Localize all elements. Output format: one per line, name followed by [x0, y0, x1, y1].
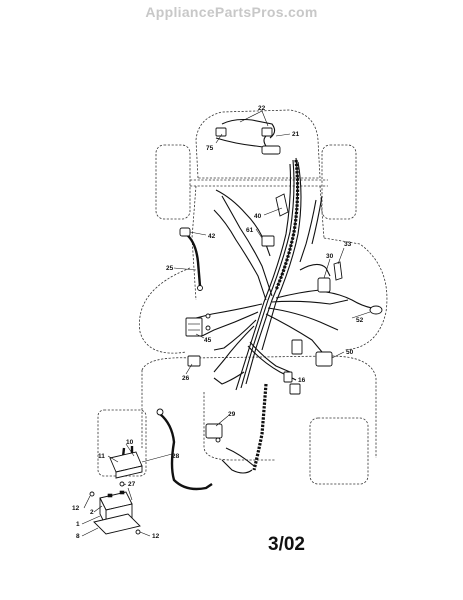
callout-27: 27 [128, 481, 136, 488]
callout-33: 33 [344, 241, 352, 248]
callout-12-upper: 12 [72, 505, 80, 512]
callout-10: 10 [126, 439, 134, 446]
callout-75: 75 [206, 145, 214, 152]
callout-26: 26 [182, 375, 190, 382]
callout-29: 29 [228, 411, 236, 418]
callout-leaders [81, 110, 371, 537]
callout-16: 16 [298, 377, 306, 384]
callout-42: 42 [208, 233, 216, 240]
date-code: 3/02 [268, 534, 305, 555]
callout-8: 8 [76, 533, 80, 540]
callout-25: 25 [166, 265, 174, 272]
callout-labels: 22 21 75 40 61 42 33 30 25 52 45 50 26 1… [72, 105, 364, 540]
headlight-assembly [215, 118, 281, 155]
callout-11: 11 [98, 453, 105, 460]
battery-assembly [89, 451, 143, 535]
callout-30: 30 [326, 253, 334, 260]
callout-1: 1 [76, 521, 80, 528]
callout-52: 52 [356, 317, 364, 324]
callout-12-lower: 12 [152, 533, 160, 540]
harness-components [179, 193, 383, 443]
callout-2: 2 [90, 509, 94, 516]
callout-50: 50 [346, 349, 354, 356]
callout-61: 61 [246, 227, 254, 234]
callout-22: 22 [258, 105, 266, 112]
harness-coils [221, 159, 300, 474]
callout-21: 21 [292, 131, 300, 138]
tractor-outline [97, 109, 388, 485]
callout-40: 40 [254, 213, 262, 220]
watermark-text: AppliancePartsPros.com [145, 4, 318, 20]
callout-45: 45 [204, 337, 212, 344]
callout-28: 28 [172, 453, 180, 460]
